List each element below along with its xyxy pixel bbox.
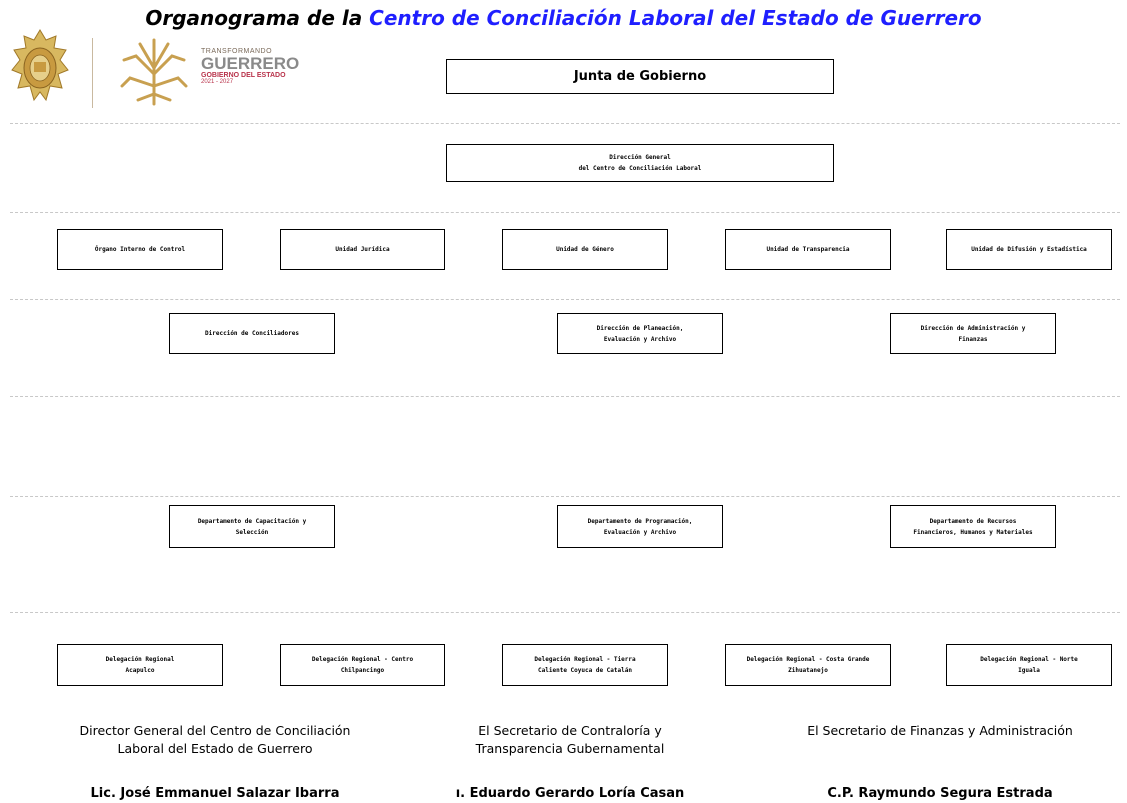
box-label: Unidad de Género bbox=[556, 246, 614, 253]
box-direccion-general: Dirección General del Centro de Concilia… bbox=[446, 144, 834, 182]
box-label: Dirección de Planeación, Evaluación y Ar… bbox=[596, 324, 684, 343]
box-label: Delegación Regional - Costa Grande Zihua… bbox=[746, 656, 870, 674]
box-label: Delegación Regional - Centro Chilpancing… bbox=[311, 656, 414, 674]
divider-line bbox=[10, 123, 1120, 124]
box-label: Unidad de Difusión y Estadística bbox=[971, 246, 1087, 253]
box-label: Delegación Regional Acapulco bbox=[105, 656, 175, 674]
box-label: Departamento de Programación, Evaluación… bbox=[587, 517, 693, 536]
box-depto-recursos: Departamento de Recursos Financieros, Hu… bbox=[890, 505, 1056, 548]
signature-title-1: Director General del Centro de Conciliac… bbox=[79, 723, 351, 756]
box-label: Unidad de Transparencia bbox=[766, 246, 850, 253]
box-label: Delegación Regional - Tierra Caliente Co… bbox=[534, 656, 636, 674]
box-direccion-planeacion: Dirección de Planeación, Evaluación y Ar… bbox=[557, 313, 723, 354]
header-logos: TRANSFORMANDO GUERRERO GOBIERNO DEL ESTA… bbox=[8, 24, 308, 114]
box-delegacion-tierra-caliente: Delegación Regional - Tierra Caliente Co… bbox=[502, 644, 668, 686]
box-unidad-transparencia: Unidad de Transparencia bbox=[725, 229, 891, 270]
brand-text: TRANSFORMANDO GUERRERO GOBIERNO DEL ESTA… bbox=[201, 48, 299, 85]
divider-line bbox=[10, 299, 1120, 300]
box-depto-capacitacion: Departamento de Capacitación y Selección bbox=[169, 505, 335, 548]
box-label: Dirección de Conciliadores bbox=[205, 330, 299, 337]
box-direccion-administracion: Dirección de Administración y Finanzas bbox=[890, 313, 1056, 354]
box-label: Delegación Regional - Norte Iguala bbox=[980, 656, 1078, 674]
box-label: Órgano Interno de Control bbox=[94, 246, 186, 253]
signature-name-3: C.P. Raymundo Segura Estrada bbox=[827, 786, 1053, 801]
signature-title-3: El Secretario de Finanzas y Administraci… bbox=[807, 723, 1073, 738]
title-part-2: Centro de Conciliación Laboral del Estad… bbox=[369, 6, 982, 30]
box-unidad-genero: Unidad de Género bbox=[502, 229, 668, 270]
box-organo-interno-control: Órgano Interno de Control bbox=[57, 229, 223, 270]
box-depto-programacion: Departamento de Programación, Evaluación… bbox=[557, 505, 723, 548]
signature-title-2: El Secretario de Contraloría y Transpare… bbox=[475, 723, 665, 756]
guerrero-seal-icon bbox=[11, 29, 69, 102]
box-label: Dirección General del Centro de Concilia… bbox=[578, 154, 702, 172]
box-delegacion-norte: Delegación Regional - Norte Iguala bbox=[946, 644, 1112, 686]
transformando-guerrero-flower-icon bbox=[120, 38, 188, 106]
brand-line-3: GOBIERNO DEL ESTADO bbox=[201, 72, 286, 79]
box-label: Junta de Gobierno bbox=[573, 68, 707, 84]
brand-line-1: TRANSFORMANDO bbox=[201, 48, 273, 55]
box-delegacion-centro: Delegación Regional - Centro Chilpancing… bbox=[280, 644, 445, 686]
box-delegacion-costa-grande: Delegación Regional - Costa Grande Zihua… bbox=[725, 644, 891, 686]
divider-line bbox=[10, 396, 1120, 397]
box-unidad-difusion-estadistica: Unidad de Difusión y Estadística bbox=[946, 229, 1112, 270]
box-junta-de-gobierno: Junta de Gobierno bbox=[446, 59, 834, 94]
box-direccion-conciliadores: Dirección de Conciliadores bbox=[169, 313, 335, 354]
signature-name-1: Lic. José Emmanuel Salazar Ibarra bbox=[90, 786, 340, 801]
logo-divider bbox=[92, 38, 93, 108]
box-label: Unidad Jurídica bbox=[335, 246, 390, 253]
divider-line bbox=[10, 612, 1120, 613]
title-part-1: Organograma de la bbox=[145, 6, 363, 30]
brand-line-4: 2021 - 2027 bbox=[201, 79, 234, 85]
box-delegacion-acapulco: Delegación Regional Acapulco bbox=[57, 644, 223, 686]
divider-line bbox=[10, 212, 1120, 213]
page-title: Organograma de la Centro de Conciliación… bbox=[0, 6, 1127, 30]
box-label: Dirección de Administración y Finanzas bbox=[920, 324, 1026, 343]
signature-name-2: ı. Eduardo Gerardo Loría Casan bbox=[455, 786, 685, 801]
divider-line bbox=[10, 496, 1120, 497]
brand-line-2: GUERRERO bbox=[201, 54, 300, 73]
box-label: Departamento de Capacitación y Selección bbox=[197, 517, 307, 536]
box-unidad-juridica: Unidad Jurídica bbox=[280, 229, 445, 270]
box-label: Departamento de Recursos Financieros, Hu… bbox=[913, 517, 1033, 536]
